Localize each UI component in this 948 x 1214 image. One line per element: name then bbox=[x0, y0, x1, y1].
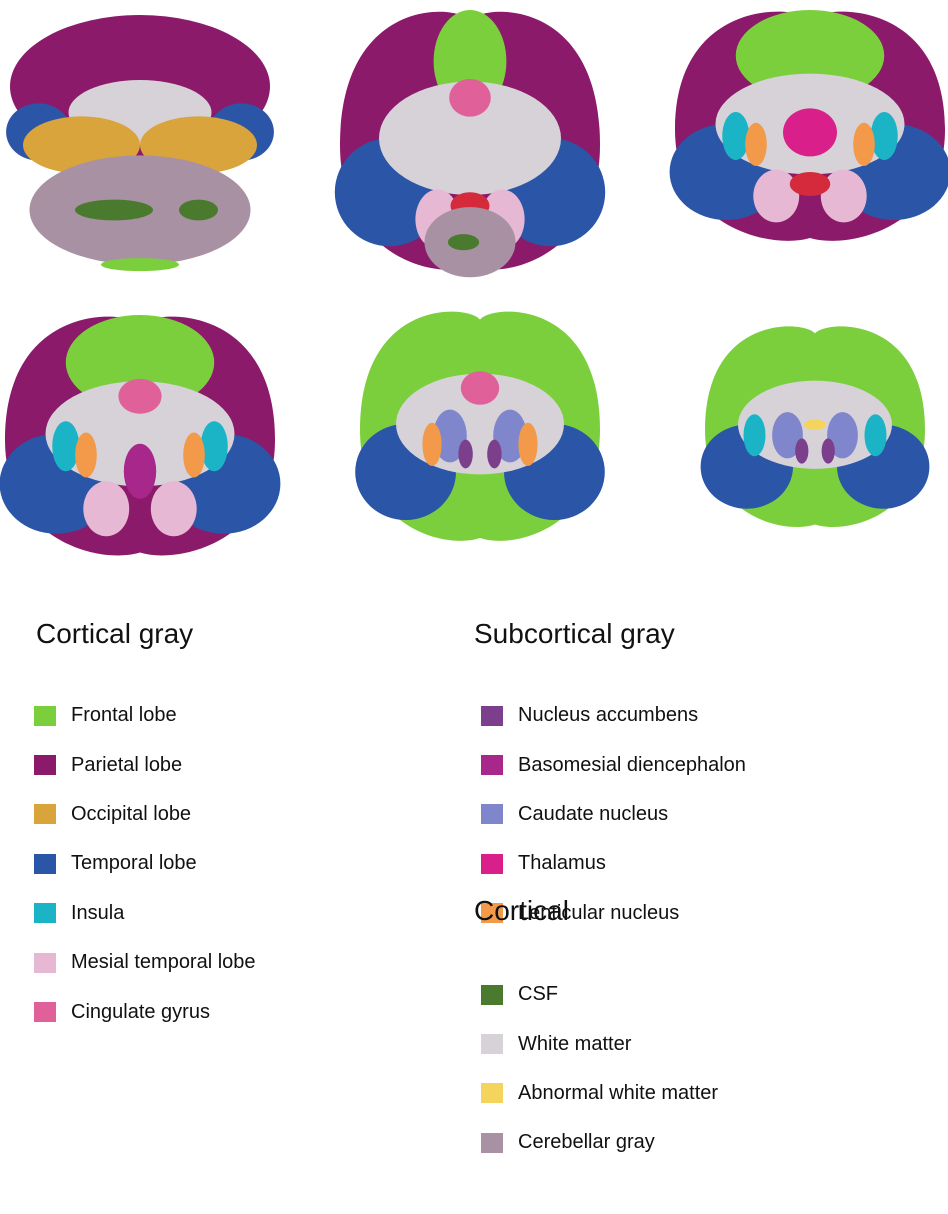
brain-slice bbox=[701, 326, 930, 527]
mesial-temporal-lobe bbox=[753, 170, 799, 223]
brainstem-region bbox=[790, 172, 831, 196]
abnormal-white-matter bbox=[804, 420, 826, 431]
cortical-heading: Cortical bbox=[474, 895, 569, 927]
legend-item: Thalamus bbox=[481, 839, 746, 888]
cortical-gray-legend: Frontal lobe Parietal lobe Occipital lob… bbox=[34, 691, 256, 1037]
subcortical-gray-heading: Subcortical gray bbox=[474, 618, 675, 650]
legend-label: CSF bbox=[518, 983, 558, 1006]
legend-label: Basomesial diencephalon bbox=[518, 754, 746, 777]
mesial-temporal-lobe bbox=[821, 170, 867, 223]
cingulate-gyrus bbox=[449, 79, 491, 117]
lenticular-nucleus bbox=[853, 123, 875, 166]
legend-item: Frontal lobe bbox=[34, 691, 256, 740]
legend-item: Basomesial diencephalon bbox=[481, 740, 746, 789]
color-swatch bbox=[34, 1002, 56, 1022]
insula bbox=[722, 112, 749, 160]
cortical-gray-heading: Cortical gray bbox=[36, 618, 193, 650]
nucleus-accumbens bbox=[822, 438, 835, 463]
color-swatch bbox=[34, 706, 56, 726]
color-swatch bbox=[481, 706, 503, 726]
insula bbox=[201, 421, 228, 471]
legend-label: Abnormal white matter bbox=[518, 1082, 718, 1105]
legend-label: Nucleus accumbens bbox=[518, 704, 698, 727]
thalamus bbox=[783, 108, 837, 156]
cortical-legend: CSF White matter Abnormal white matter C… bbox=[481, 970, 718, 1168]
insula bbox=[871, 112, 898, 160]
legend-label: Insula bbox=[71, 902, 124, 925]
mesial-temporal-lobe bbox=[151, 481, 197, 536]
color-swatch bbox=[481, 1133, 503, 1153]
nucleus-accumbens bbox=[458, 440, 472, 469]
legend-label: White matter bbox=[518, 1033, 631, 1056]
legend-item: Parietal lobe bbox=[34, 740, 256, 789]
lenticular-nucleus bbox=[75, 433, 97, 478]
legend-item: Cingulate gyrus bbox=[34, 987, 256, 1036]
legend-label: Thalamus bbox=[518, 852, 606, 875]
legend-item: Temporal lobe bbox=[34, 839, 256, 888]
lenticular-nucleus bbox=[183, 433, 205, 478]
legend-label: Frontal lobe bbox=[71, 704, 177, 727]
legend-item: Insula bbox=[34, 889, 256, 938]
color-swatch bbox=[34, 903, 56, 923]
lenticular-nucleus bbox=[422, 423, 441, 466]
legend-item: Abnormal white matter bbox=[481, 1069, 718, 1118]
mesial-temporal-lobe bbox=[83, 481, 129, 536]
color-swatch bbox=[481, 755, 503, 775]
brain-slice bbox=[0, 315, 280, 555]
color-swatch bbox=[34, 854, 56, 874]
cingulate-gyrus bbox=[461, 371, 499, 405]
color-swatch bbox=[481, 985, 503, 1005]
cingulate-gyrus bbox=[118, 379, 161, 414]
legend-item: Occipital lobe bbox=[34, 790, 256, 839]
brain-slice bbox=[6, 15, 274, 271]
lenticular-nucleus bbox=[745, 123, 767, 166]
brain-slice bbox=[335, 10, 605, 277]
color-swatch bbox=[34, 755, 56, 775]
legend-label: Mesial temporal lobe bbox=[71, 951, 256, 974]
brain-slice bbox=[355, 312, 605, 541]
csf bbox=[179, 200, 218, 221]
color-swatch bbox=[481, 1034, 503, 1054]
color-swatch bbox=[481, 804, 503, 824]
color-swatch bbox=[481, 854, 503, 874]
brain-slice bbox=[670, 10, 948, 241]
legend-label: Cingulate gyrus bbox=[71, 1001, 210, 1024]
csf bbox=[448, 234, 479, 250]
frontal-lobe bbox=[101, 258, 179, 271]
legend-item: White matter bbox=[481, 1019, 718, 1068]
csf bbox=[75, 200, 153, 221]
color-swatch bbox=[34, 953, 56, 973]
insula bbox=[52, 421, 79, 471]
legend-label: Temporal lobe bbox=[71, 852, 197, 875]
legend-label: Cerebellar gray bbox=[518, 1131, 655, 1154]
legend-item: Caudate nucleus bbox=[481, 790, 746, 839]
nucleus-accumbens bbox=[795, 438, 808, 463]
legend-item: Nucleus accumbens bbox=[481, 691, 746, 740]
coronal-slices-figure bbox=[0, 0, 948, 590]
legend-label: Caudate nucleus bbox=[518, 803, 668, 826]
legend-item: Mesial temporal lobe bbox=[34, 938, 256, 987]
color-swatch bbox=[481, 1083, 503, 1103]
insula bbox=[744, 414, 766, 456]
nucleus-accumbens bbox=[487, 440, 501, 469]
legend-item: Cerebellar gray bbox=[481, 1118, 718, 1167]
legend-label: Occipital lobe bbox=[71, 803, 191, 826]
legend-item: CSF bbox=[481, 970, 718, 1019]
basomesial-diencephalon bbox=[124, 444, 156, 499]
legend-label: Parietal lobe bbox=[71, 754, 182, 777]
insula bbox=[865, 414, 887, 456]
lenticular-nucleus bbox=[518, 423, 537, 466]
color-swatch bbox=[34, 804, 56, 824]
